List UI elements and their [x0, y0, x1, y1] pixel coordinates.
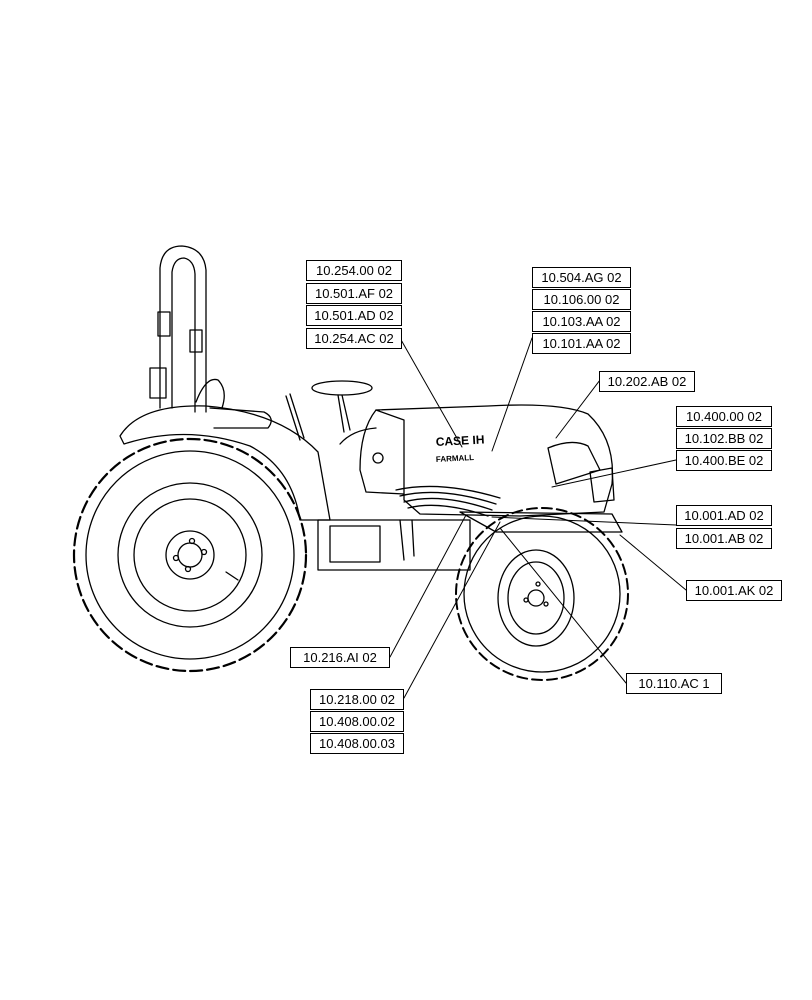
part-label: 10.218.00 02: [310, 689, 404, 710]
part-label: 10.103.AA 02: [532, 311, 631, 332]
leader-line-g5: [491, 516, 677, 526]
part-label: 10.102.BB 02: [676, 428, 772, 449]
rear-fender: [119, 405, 331, 521]
part-label: 10.001.AB 02: [676, 528, 772, 549]
leader-line-g6: [619, 534, 687, 591]
part-label: 10.501.AD 02: [306, 305, 402, 326]
leader-lines: [389, 337, 687, 699]
engine-side: [317, 485, 501, 571]
part-label: 10.400.00 02: [676, 406, 772, 427]
leader-line-g2: [491, 337, 533, 452]
front-wheel: [455, 507, 629, 681]
model-name: FARMALL: [436, 453, 475, 464]
brand-logo: CASE IH: [435, 432, 484, 449]
part-label: 10.254.AC 02: [306, 328, 402, 349]
part-label: 10.501.AF 02: [306, 283, 402, 304]
part-label: 10.254.00 02: [306, 260, 402, 281]
leader-line-g3: [555, 379, 601, 439]
part-label: 10.504.AG 02: [532, 267, 631, 288]
part-label: 10.202.AB 02: [599, 371, 695, 392]
part-label: 10.001.AK 02: [686, 580, 782, 601]
leader-line-g7: [389, 514, 467, 658]
leader-line-g9: [499, 527, 627, 684]
leader-line-g1: [399, 337, 463, 448]
rear-wheel: [72, 437, 308, 673]
part-label: 10.001.AD 02: [676, 505, 772, 526]
part-label: 10.101.AA 02: [532, 333, 631, 354]
part-label: 10.408.00.02: [310, 711, 404, 732]
leader-line-g8: [403, 521, 501, 699]
front-axle: [459, 511, 623, 533]
seat-and-steering: [195, 378, 373, 441]
part-label: 10.216.AI 02: [290, 647, 390, 668]
part-label: 10.106.00 02: [532, 289, 631, 310]
part-label: 10.110.AC 1: [626, 673, 722, 694]
tractor-hood: [339, 404, 615, 517]
leader-line-g4: [551, 459, 677, 488]
part-label: 10.408.00.03: [310, 733, 404, 754]
part-label: 10.400.BE 02: [676, 450, 772, 471]
rops-frame: [149, 245, 207, 413]
